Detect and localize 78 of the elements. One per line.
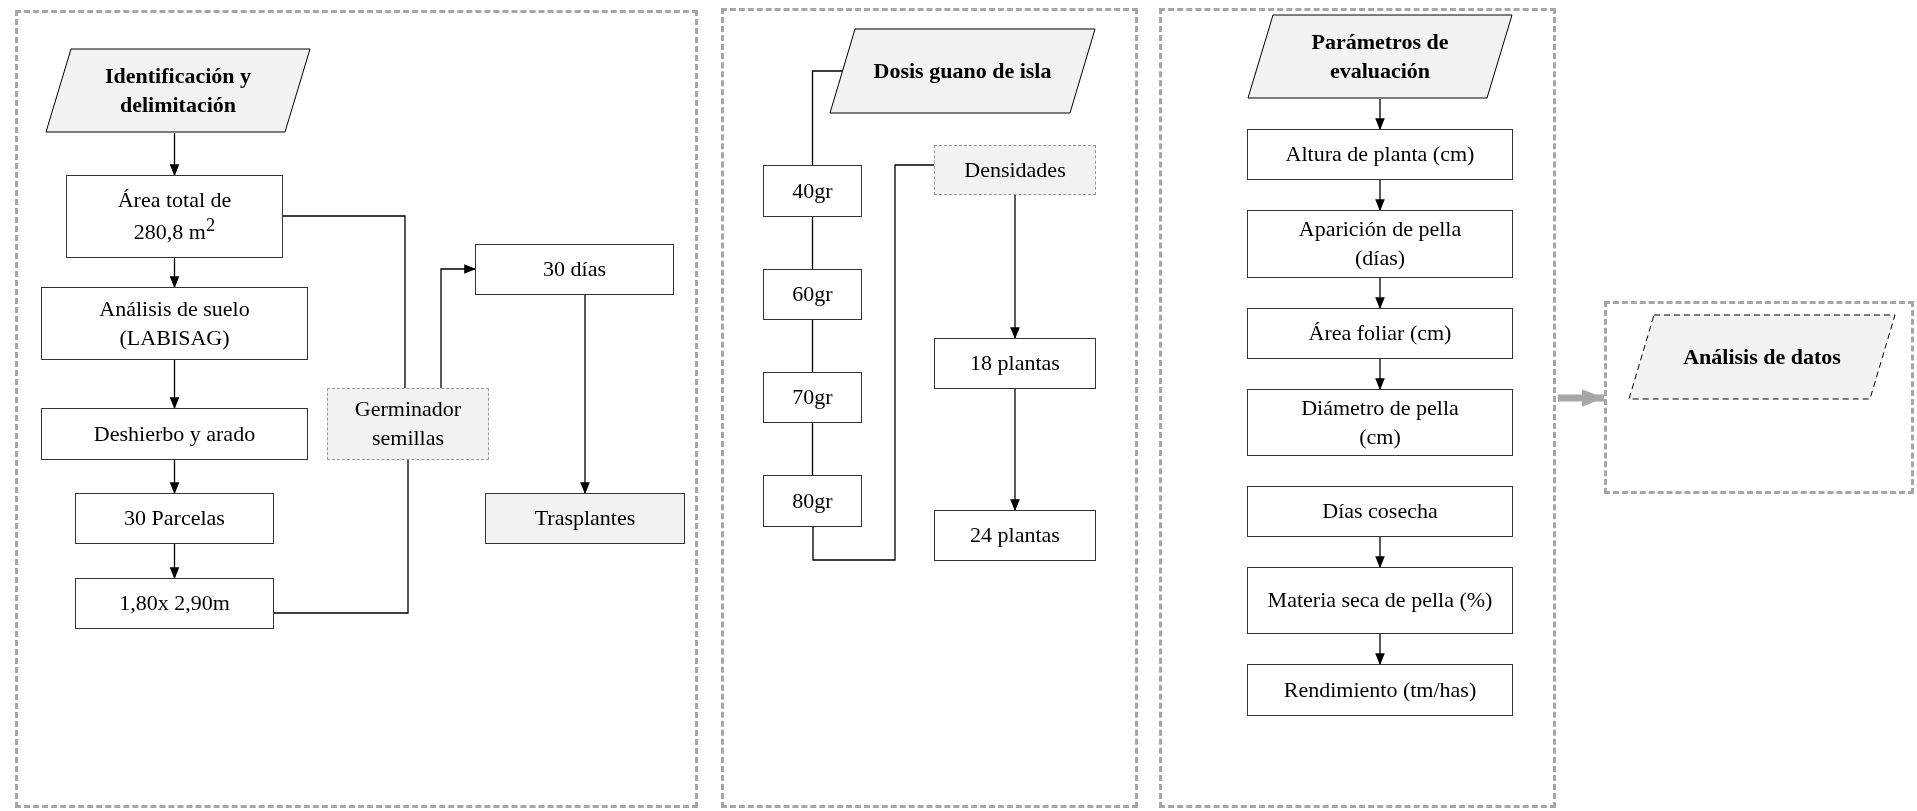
- connector-line: [273, 459, 409, 614]
- node-label: Análisis de datos: [1682, 342, 1842, 371]
- arrow: [1010, 194, 1020, 340]
- node-label: Días cosecha: [1321, 497, 1439, 526]
- node-label: Germinador semillas: [353, 395, 463, 452]
- node-label: Área foliar (cm): [1307, 319, 1453, 348]
- process-box: [75, 493, 274, 544]
- dashed-box: [327, 388, 489, 460]
- node-label: Deshierbo y arado: [92, 419, 257, 448]
- arrow: [1375, 277, 1385, 310]
- process-box: [1247, 567, 1513, 634]
- process-box: [41, 408, 308, 460]
- connector-line: [811, 216, 814, 270]
- node-label: Densidades: [963, 155, 1067, 184]
- arrow: [1375, 633, 1385, 666]
- arrow: [440, 264, 477, 389]
- parallelogram-node: [829, 28, 1096, 114]
- node-label: Aparición de pella (días): [1297, 215, 1463, 272]
- process-box: [485, 493, 685, 544]
- node-label: 80gr: [791, 486, 834, 515]
- dashed-box: [934, 145, 1096, 195]
- process-box: [66, 175, 283, 258]
- dashed-panel: [1159, 8, 1556, 808]
- connector-line: [811, 422, 814, 476]
- node-label: Materia seca de pella (%): [1266, 586, 1494, 615]
- process-box: [41, 287, 308, 360]
- arrow: [169, 543, 180, 580]
- node-label: 30 Parcelas: [123, 504, 226, 533]
- arrow: [169, 459, 180, 495]
- process-box: [1247, 664, 1513, 716]
- node-label: 30 días: [542, 255, 607, 284]
- process-box: [475, 244, 674, 295]
- node-label: Dosis guano de isla: [872, 56, 1053, 85]
- node-label: Altura de planta (cm): [1284, 140, 1476, 169]
- node-label: Parámetros de evaluación: [1310, 27, 1450, 85]
- node-label: Identificación y delimitación: [103, 61, 253, 119]
- process-box: [763, 475, 862, 527]
- dashed-panel: [15, 10, 698, 808]
- parallelogram-node: [1247, 14, 1513, 99]
- arrow: [169, 257, 180, 289]
- process-box: [763, 165, 862, 217]
- process-box: [1247, 129, 1513, 180]
- node-label: Trasplantes: [533, 504, 637, 533]
- process-box: [934, 510, 1096, 561]
- node-label: Análisis de suelo (LABISAG): [98, 294, 251, 352]
- node-label: 1,80x 2,90m: [118, 589, 231, 618]
- process-box: [1247, 486, 1513, 537]
- dashed-panel: [1604, 301, 1914, 494]
- process-box: [75, 578, 274, 629]
- process-box: [934, 338, 1096, 389]
- arrow: [1010, 388, 1020, 512]
- connector-line: [812, 164, 935, 561]
- process-box: [1247, 210, 1513, 278]
- arrow: [169, 359, 180, 410]
- node-label: 60gr: [791, 280, 834, 309]
- process-box: [1247, 389, 1513, 456]
- node-label: 18 plantas: [969, 349, 1061, 378]
- connector-line: [811, 70, 843, 166]
- node-label: Diámetro de pella (cm): [1300, 393, 1460, 451]
- node-label: Área total de 280,8 m$^{2}$: [116, 185, 233, 247]
- process-box: [763, 372, 862, 423]
- connector-line: [811, 319, 814, 373]
- dashed-panel: [721, 8, 1138, 808]
- connector-line: [282, 215, 406, 389]
- arrow: [169, 132, 180, 177]
- node-label: 70gr: [791, 383, 834, 412]
- arrow: [1375, 179, 1385, 212]
- dashed-parallelogram-node: [1628, 314, 1896, 400]
- process-box: [763, 269, 862, 320]
- arrow: [580, 294, 590, 495]
- parallelogram-node: [45, 48, 311, 133]
- arrow: [1375, 358, 1385, 391]
- node-label: 24 plantas: [969, 521, 1061, 550]
- arrow: [1375, 98, 1385, 131]
- node-label: 40gr: [791, 176, 834, 205]
- process-box: [1247, 308, 1513, 359]
- node-label: Rendimiento (tm/has): [1282, 675, 1478, 704]
- arrow: [1375, 536, 1385, 569]
